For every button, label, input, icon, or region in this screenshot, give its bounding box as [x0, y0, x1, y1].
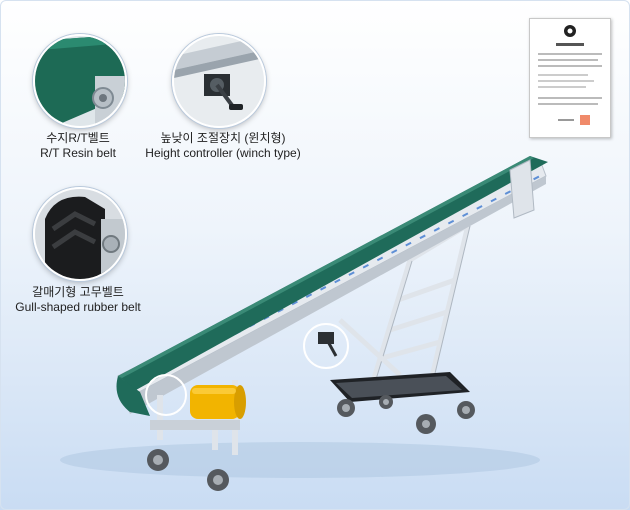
certificate-document-icon: [529, 18, 611, 138]
rubber-belt-label-en: Gull-shaped rubber belt: [15, 300, 141, 314]
height-controller-detail-photo: [172, 34, 266, 128]
drive-roller: [190, 385, 246, 419]
rubber-belt-label-ko: 갈매기형 고무벨트: [32, 285, 124, 299]
height-controller-caption: 높낮이 조절장치 (윈치형) Height controller (winch …: [138, 131, 308, 161]
resin-belt-label-ko: 수지R/T벨트: [46, 131, 110, 145]
height-controller-label-ko: 높낮이 조절장치 (윈치형): [160, 131, 286, 145]
rubber-belt-detail-photo: [33, 187, 127, 281]
resin-belt-label-en: R/T Resin belt: [40, 146, 116, 160]
resin-belt-detail-photo: [33, 34, 127, 128]
winch-handle-icon: [318, 332, 338, 357]
resin-belt-caption: 수지R/T벨트 R/T Resin belt: [18, 131, 138, 161]
height-controller-label-en: Height controller (winch type): [145, 146, 301, 160]
caster-wheel-icon: [147, 395, 475, 491]
rubber-belt-caption: 갈매기형 고무벨트 Gull-shaped rubber belt: [8, 285, 148, 315]
base-cart: [330, 372, 470, 402]
